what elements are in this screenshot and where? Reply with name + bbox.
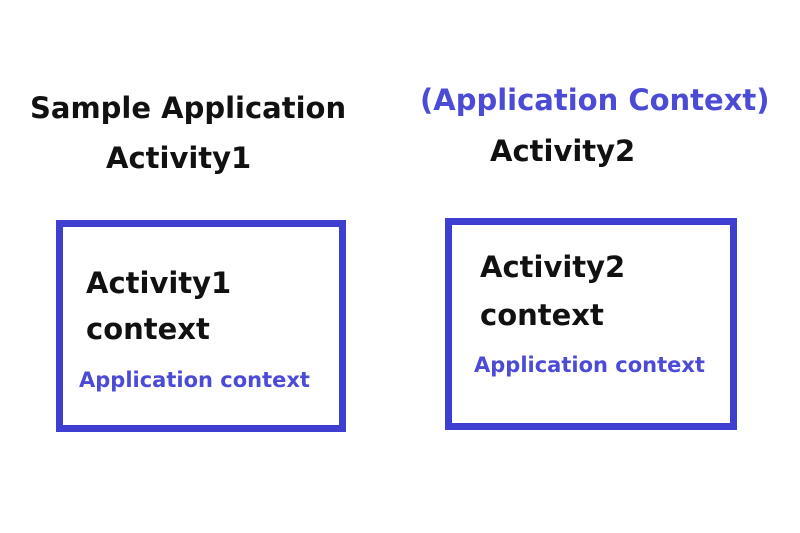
left-title: Sample Application	[30, 91, 347, 125]
right-title: (Application Context)	[420, 83, 770, 117]
activity1-application-context-label: Application context	[79, 368, 310, 392]
activity1-context-box: Activity1 context Application context	[56, 220, 346, 432]
activity2-context-label: context	[480, 298, 604, 332]
activity1-box-label: Activity1	[86, 266, 232, 300]
activity2-context-box: Activity2 context Application context	[445, 218, 737, 430]
activity2-box-label: Activity2	[480, 250, 626, 284]
activity1-context-label: context	[86, 312, 210, 346]
right-subtitle: Activity2	[490, 134, 636, 168]
left-subtitle: Activity1	[106, 141, 252, 175]
activity2-application-context-label: Application context	[474, 353, 705, 377]
